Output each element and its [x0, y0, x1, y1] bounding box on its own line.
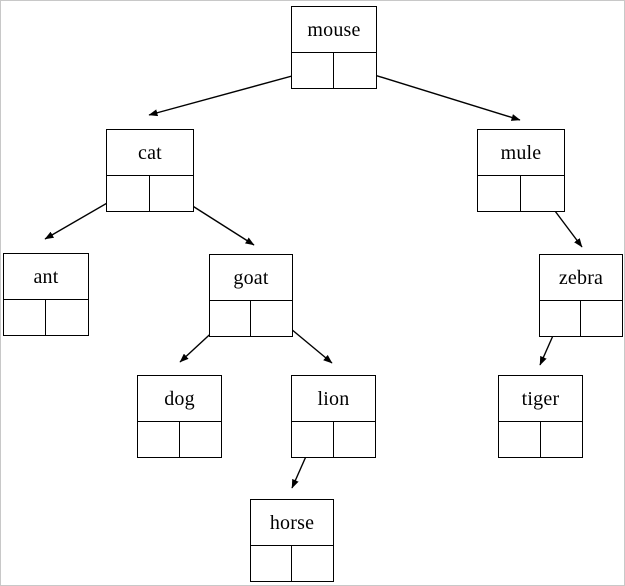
tree-node-mule[interactable]: mule	[477, 129, 565, 212]
left-pointer-cell-lion[interactable]	[292, 422, 334, 457]
edge-mouse-to-cat	[148, 69, 315, 117]
right-pointer-cell-tiger[interactable]	[541, 422, 583, 457]
node-label-lion: lion	[292, 376, 375, 422]
left-pointer-cell-horse[interactable]	[251, 546, 292, 581]
right-pointer-cell-lion[interactable]	[334, 422, 376, 457]
node-pointers-cat	[107, 176, 193, 211]
left-pointer-cell-mouse[interactable]	[292, 53, 334, 88]
node-label-tiger: tiger	[499, 376, 582, 422]
node-label-horse: horse	[251, 500, 333, 546]
tree-node-lion[interactable]: lion	[291, 375, 376, 458]
left-pointer-cell-cat[interactable]	[107, 176, 150, 211]
node-label-cat: cat	[107, 130, 193, 176]
right-pointer-cell-mule[interactable]	[521, 176, 564, 211]
node-label-mule: mule	[478, 130, 564, 176]
left-pointer-cell-zebra[interactable]	[540, 301, 581, 336]
node-label-mouse: mouse	[292, 7, 376, 53]
tree-node-tiger[interactable]: tiger	[498, 375, 583, 458]
edge-mouse-to-mule	[354, 68, 521, 121]
right-pointer-cell-cat[interactable]	[150, 176, 193, 211]
node-pointers-dog	[138, 422, 221, 457]
tree-node-horse[interactable]: horse	[250, 499, 334, 582]
node-pointers-zebra	[540, 301, 622, 336]
tree-node-goat[interactable]: goat	[209, 254, 293, 337]
node-pointers-lion	[292, 422, 375, 457]
node-pointers-horse	[251, 546, 333, 581]
node-label-goat: goat	[210, 255, 292, 301]
right-pointer-cell-goat[interactable]	[251, 301, 292, 336]
right-pointer-cell-ant[interactable]	[46, 300, 88, 335]
right-pointer-cell-dog[interactable]	[180, 422, 222, 457]
left-pointer-cell-tiger[interactable]	[499, 422, 541, 457]
left-pointer-cell-mule[interactable]	[478, 176, 521, 211]
node-pointers-mule	[478, 176, 564, 211]
tree-node-cat[interactable]: cat	[106, 129, 194, 212]
tree-node-ant[interactable]: ant	[3, 253, 89, 336]
right-pointer-cell-zebra[interactable]	[581, 301, 622, 336]
tree-node-dog[interactable]: dog	[137, 375, 222, 458]
node-pointers-ant	[4, 300, 88, 335]
node-pointers-tiger	[499, 422, 582, 457]
node-pointers-mouse	[292, 53, 376, 88]
left-pointer-cell-goat[interactable]	[210, 301, 251, 336]
right-pointer-cell-mouse[interactable]	[334, 53, 376, 88]
right-pointer-cell-horse[interactable]	[292, 546, 333, 581]
left-pointer-cell-ant[interactable]	[4, 300, 46, 335]
left-pointer-cell-dog[interactable]	[138, 422, 180, 457]
node-label-dog: dog	[138, 376, 221, 422]
node-pointers-goat	[210, 301, 292, 336]
node-label-zebra: zebra	[540, 255, 622, 301]
tree-node-zebra[interactable]: zebra	[539, 254, 623, 337]
node-label-ant: ant	[4, 254, 88, 300]
tree-node-mouse[interactable]: mouse	[291, 6, 377, 89]
